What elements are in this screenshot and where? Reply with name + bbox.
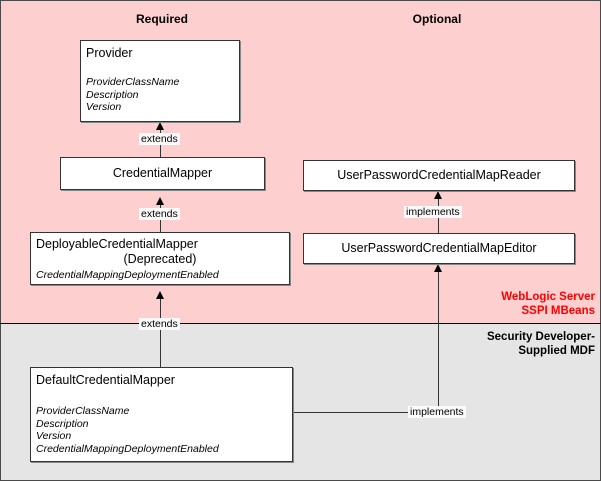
edge-label-implements-reader: implements	[404, 206, 462, 218]
class-name-userpasswordcredentialmapreader: UserPasswordCredentialMapReader	[337, 168, 541, 182]
edge-label-extends-credentialmapper: extends	[139, 208, 180, 220]
attribute: Version	[36, 430, 72, 442]
attribute-list-deployablecredentialmapper: CredentialMappingDeploymentEnabled	[31, 267, 289, 282]
class-subtitle-deprecated: (Deprecated)	[123, 252, 197, 266]
zone-label-line2: Supplied MDF	[518, 345, 595, 357]
class-box-credentialmapper[interactable]: CredentialMapper	[60, 157, 265, 190]
class-name-defaultcredentialmapper: DefaultCredentialMapper	[36, 373, 175, 387]
class-box-defaultcredentialmapper[interactable]: DefaultCredentialMapper ProviderClassNam…	[30, 367, 293, 462]
class-name-credentialmapper: CredentialMapper	[112, 166, 213, 180]
column-header-optional: Optional	[412, 12, 462, 26]
attribute: ProviderClassName	[36, 405, 130, 417]
arrowhead-deployable-default	[156, 291, 164, 299]
class-box-userpasswordcredentialmapeditor[interactable]: UserPasswordCredentialMapEditor	[303, 233, 575, 264]
attribute: Version	[86, 101, 122, 113]
class-box-provider[interactable]: Provider ProviderClassName Description V…	[80, 40, 240, 122]
class-box-deployablecredentialmapper[interactable]: DeployableCredentialMapper (Deprecated) …	[30, 232, 290, 285]
edge-label-extends-deployable: extends	[139, 318, 180, 330]
attribute-list-provider: ProviderClassName Description Version	[81, 61, 239, 114]
arrowhead-provider-credentialmapper	[156, 122, 164, 130]
class-name-provider: Provider	[86, 46, 133, 60]
edge-label-extends-provider: extends	[139, 133, 180, 145]
class-box-userpasswordcredentialmapreader[interactable]: UserPasswordCredentialMapReader	[303, 160, 575, 191]
zone-label-security-developer-mdf: Security Developer- Supplied MDF	[487, 330, 595, 358]
arrowhead-default-editor	[434, 264, 442, 272]
arrowhead-editor-reader	[434, 191, 442, 199]
attribute: Description	[36, 417, 89, 430]
attribute: Description	[86, 88, 139, 101]
zone-label-weblogic-server: WebLogic Server SSPI MBeans	[501, 290, 595, 318]
class-name-deployablecredentialmapper: DeployableCredentialMapper	[36, 237, 198, 251]
zone-label-line2: SSPI MBeans	[521, 305, 596, 317]
attribute: CredentialMappingDeploymentEnabled	[36, 442, 219, 455]
edge-label-implements-editor: implements	[408, 406, 466, 418]
edge-line-deployable-default	[160, 299, 161, 367]
edge-line-default-editor	[438, 272, 439, 412]
zone-label-line1: WebLogic Server	[501, 291, 595, 303]
attribute: ProviderClassName	[86, 76, 180, 88]
class-name-userpasswordcredentialmapeditor: UserPasswordCredentialMapEditor	[341, 241, 537, 255]
arrowhead-credentialmapper-deployable	[156, 197, 164, 205]
attribute-list-defaultcredentialmapper: ProviderClassName Description Version Cr…	[31, 388, 292, 455]
zone-label-line1: Security Developer-	[486, 331, 595, 343]
column-header-required: Required	[135, 12, 188, 26]
attribute: CredentialMappingDeploymentEnabled	[36, 269, 219, 281]
edge-line-default-editor-horizontal	[293, 412, 439, 413]
